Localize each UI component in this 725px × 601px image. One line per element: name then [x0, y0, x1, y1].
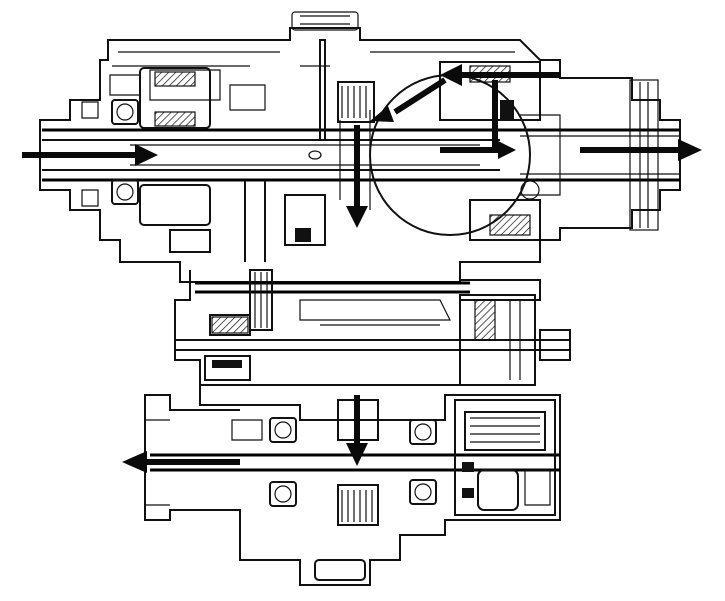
reverse-flow-arrow-upper [370, 64, 560, 122]
upper-gear-set [111, 39, 375, 262]
upper-housing [39, 11, 681, 283]
lower-right-assembly [454, 399, 556, 516]
lower-housing [144, 385, 561, 586]
inner-flow-arrow [440, 80, 516, 159]
intermediate-section [174, 269, 571, 386]
transfer-down-arrow-upper [346, 125, 368, 228]
transfer-down-arrow-lower [346, 395, 368, 466]
main-shaft [42, 79, 680, 231]
output-flow-arrow-left [122, 451, 240, 473]
output-flow-arrow-right [580, 139, 702, 161]
input-flow-arrow [22, 144, 158, 166]
